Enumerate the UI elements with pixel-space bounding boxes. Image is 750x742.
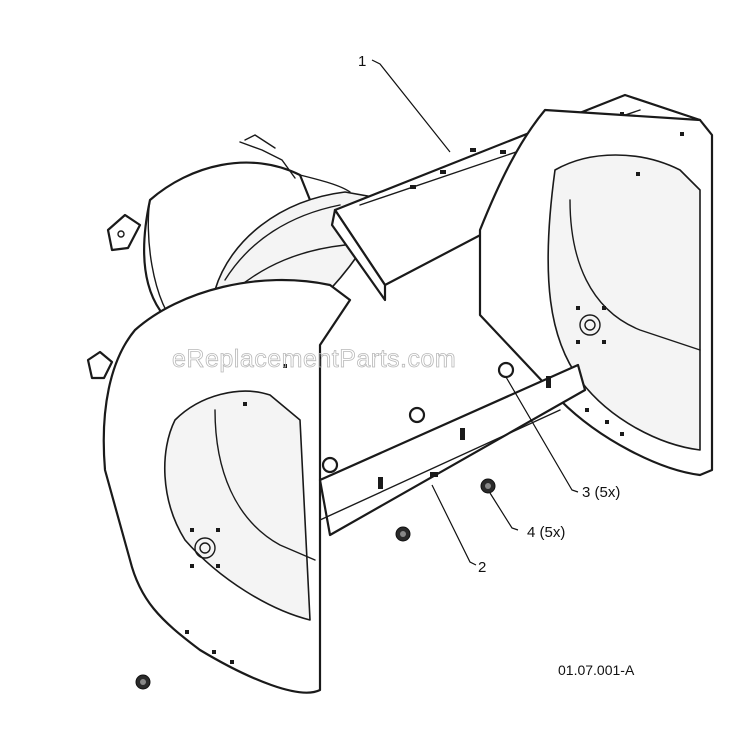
wear-strip: [318, 363, 587, 537]
figure-code: 01.07.001-A: [558, 662, 635, 678]
watermark-text: eReplacementParts.com: [172, 345, 456, 373]
callout-3-label: 3 (5x): [582, 484, 620, 501]
callout-4-label: 4 (5x): [527, 524, 565, 541]
right-side-panel: [478, 108, 714, 477]
callout-2-leader: [431, 484, 477, 566]
callout-2-label: 2: [478, 559, 486, 576]
callout-4-leader: [489, 492, 519, 531]
hex-nuts: [135, 478, 496, 690]
discharge-drum: [86, 134, 322, 380]
callout-1-label: 1: [358, 53, 366, 70]
left-side-panel: [102, 278, 352, 694]
callout-3-leader: [505, 376, 579, 493]
callout-1-leader: [371, 59, 451, 153]
